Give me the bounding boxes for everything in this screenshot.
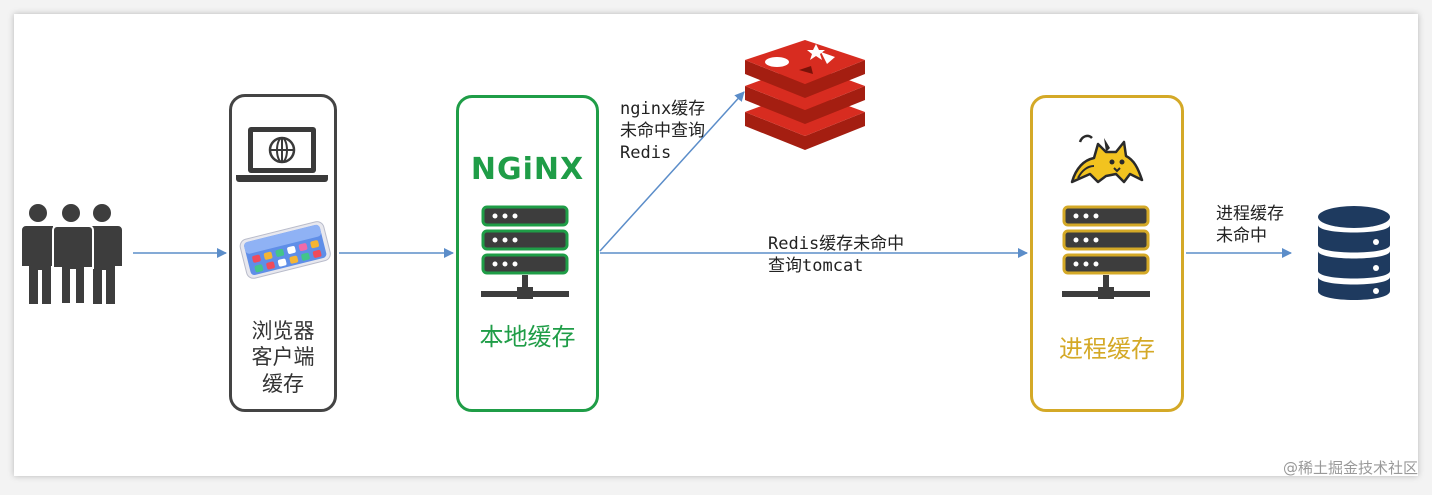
nginx-logo: NGiNX xyxy=(470,152,585,187)
edge-label-nginx-to-redis: nginx缓存 未命中查询 Redis xyxy=(620,99,706,164)
phone-icon xyxy=(239,221,331,279)
edge-label-tomcat-to-db: 进程缓存 未命中 xyxy=(1216,204,1284,247)
arrow-nginx-to-redis xyxy=(599,91,745,252)
server-icon xyxy=(481,205,569,299)
database-icon xyxy=(1318,206,1390,300)
server-icon xyxy=(1062,205,1150,299)
redis-icon xyxy=(745,40,865,150)
users-icon xyxy=(22,202,122,305)
watermark: @稀土掘金技术社区 xyxy=(1282,459,1418,477)
nginx-local-cache-label: 本地缓存 xyxy=(479,323,576,351)
tomcat-process-cache-label: 进程缓存 xyxy=(1059,335,1155,363)
laptop-icon xyxy=(236,127,328,182)
tomcat-icon xyxy=(1070,134,1144,184)
browser-cache-label: 浏览器 客户端 缓存 xyxy=(251,319,315,396)
edge-label-nginx-to-tomcat: Redis缓存未命中 查询tomcat xyxy=(768,234,905,277)
